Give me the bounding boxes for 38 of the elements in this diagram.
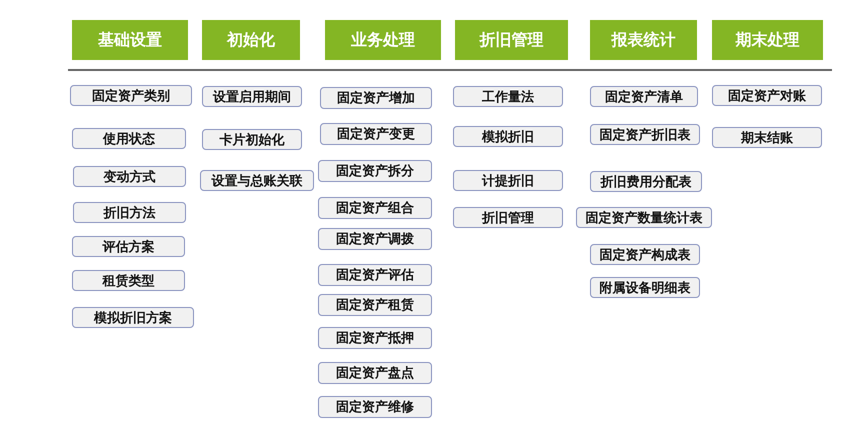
function-box: 固定资产对账 xyxy=(712,85,822,106)
function-box: 附属设备明细表 xyxy=(590,277,700,298)
function-box: 固定资产组合 xyxy=(318,197,432,219)
function-box: 固定资产租赁 xyxy=(318,294,432,316)
function-box: 固定资产数量统计表 xyxy=(576,207,712,228)
function-box: 固定资产增加 xyxy=(320,87,432,109)
function-box: 变动方式 xyxy=(73,166,186,187)
module-header: 折旧管理 xyxy=(455,20,568,60)
function-box: 计提折旧 xyxy=(453,170,563,191)
function-box: 固定资产抵押 xyxy=(318,327,432,349)
module-header: 业务处理 xyxy=(325,20,441,60)
function-box: 工作量法 xyxy=(453,86,563,107)
function-box: 折旧方法 xyxy=(73,202,186,223)
function-box: 期末结账 xyxy=(712,127,822,148)
function-box: 折旧管理 xyxy=(453,207,563,228)
function-box: 使用状态 xyxy=(72,128,186,149)
module-header: 期末处理 xyxy=(712,20,823,60)
function-box: 模拟折旧方案 xyxy=(72,307,194,328)
function-box: 租赁类型 xyxy=(72,270,185,291)
function-box: 模拟折旧 xyxy=(453,126,563,147)
function-box: 固定资产维修 xyxy=(318,396,432,418)
function-box: 固定资产构成表 xyxy=(590,244,700,265)
function-box: 卡片初始化 xyxy=(202,129,302,150)
module-header: 报表统计 xyxy=(590,20,697,60)
function-box: 设置与总账关联 xyxy=(200,170,314,191)
function-box: 固定资产变更 xyxy=(320,123,432,145)
function-box: 固定资产清单 xyxy=(590,86,698,107)
function-box: 固定资产盘点 xyxy=(318,362,432,384)
function-box: 固定资产折旧表 xyxy=(590,124,700,145)
function-box: 评估方案 xyxy=(72,236,185,257)
function-box: 固定资产评估 xyxy=(318,264,432,286)
function-box: 固定资产拆分 xyxy=(318,160,432,182)
function-box: 固定资产调拨 xyxy=(318,228,432,250)
function-box: 设置启用期间 xyxy=(202,86,302,107)
function-box: 折旧费用分配表 xyxy=(590,171,702,192)
module-header: 基础设置 xyxy=(72,20,188,60)
module-header: 初始化 xyxy=(202,20,300,60)
function-box: 固定资产类别 xyxy=(70,85,192,106)
